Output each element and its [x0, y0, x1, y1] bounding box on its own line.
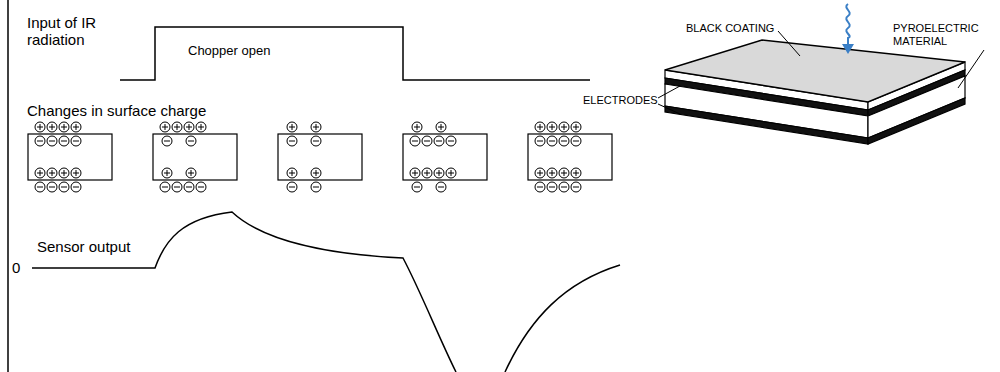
negative-charge — [547, 182, 557, 192]
negative-charge — [559, 136, 569, 146]
signal-name: Input of IR radiation — [27, 14, 127, 49]
positive-charge — [47, 122, 57, 132]
negative-charge — [162, 136, 172, 146]
positive-charge — [59, 168, 69, 178]
positive-charge — [196, 122, 206, 132]
negative-charge — [172, 182, 182, 192]
signal-name: Changes in surface charge — [27, 102, 206, 119]
negative-charge — [71, 136, 81, 146]
crystal-box — [28, 134, 112, 180]
bottom-electrode — [665, 106, 868, 144]
negative-charge — [559, 182, 569, 192]
positive-charge — [184, 122, 194, 132]
state-label: Chopper open — [188, 44, 270, 59]
positive-charge — [547, 168, 557, 178]
left-rule — [7, 0, 9, 372]
negative-charge — [535, 136, 545, 146]
output-waveform — [32, 212, 456, 372]
negative-charge — [571, 136, 581, 146]
positive-charge — [311, 168, 321, 178]
negative-charge — [412, 182, 422, 192]
negative-charge — [422, 136, 432, 146]
positive-charge — [571, 122, 581, 132]
crystal-box — [278, 134, 362, 180]
positive-charge — [160, 122, 170, 132]
part-label: BLACK COATING — [686, 22, 774, 35]
positive-charge — [35, 122, 45, 132]
negative-charge — [71, 182, 81, 192]
part-label: PYROELECTRIC MATERIAL — [893, 22, 989, 47]
positive-charge — [35, 168, 45, 178]
positive-charge — [547, 122, 557, 132]
signal-name: Sensor output — [37, 238, 130, 255]
ir-wave-arrow — [846, 4, 849, 46]
positive-charge — [311, 122, 321, 132]
crystal-box — [528, 134, 612, 180]
positive-charge — [535, 122, 545, 132]
ir-waveform — [120, 27, 590, 80]
positive-charge — [71, 168, 81, 178]
bottom-electrode — [868, 98, 965, 144]
positive-charge — [287, 168, 297, 178]
negative-charge — [186, 136, 196, 146]
positive-charge — [172, 122, 182, 132]
negative-charge — [160, 182, 170, 192]
positive-charge — [535, 168, 545, 178]
negative-charge — [434, 136, 444, 146]
positive-charge — [47, 168, 57, 178]
leader-line — [778, 31, 800, 56]
ir-arrowhead — [842, 44, 854, 54]
negative-charge — [410, 136, 420, 146]
output-recovery — [505, 265, 620, 372]
negative-charge — [196, 182, 206, 192]
positive-charge — [287, 122, 297, 132]
crystal-box — [153, 134, 237, 180]
positive-charge — [71, 122, 81, 132]
negative-charge — [35, 136, 45, 146]
positive-charge — [571, 168, 581, 178]
negative-charge — [59, 136, 69, 146]
negative-charge — [311, 182, 321, 192]
positive-charge — [446, 168, 456, 178]
part-label: ELECTRODES — [583, 94, 658, 107]
negative-charge — [446, 136, 456, 146]
positive-charge — [410, 168, 420, 178]
positive-charge — [59, 122, 69, 132]
positive-charge — [412, 122, 422, 132]
negative-charge — [47, 182, 57, 192]
positive-charge — [559, 122, 569, 132]
negative-charge — [184, 182, 194, 192]
negative-charge — [35, 182, 45, 192]
negative-charge — [547, 136, 557, 146]
negative-charge — [47, 136, 57, 146]
leader-line — [658, 104, 680, 114]
negative-charge — [59, 182, 69, 192]
positive-charge — [559, 168, 569, 178]
leader-line — [958, 50, 984, 88]
negative-charge — [287, 182, 297, 192]
positive-charge — [186, 168, 196, 178]
charge-boxes — [28, 122, 612, 192]
negative-charge — [311, 136, 321, 146]
crystal-box — [403, 134, 487, 180]
leader-line — [658, 86, 680, 98]
positive-charge — [162, 168, 172, 178]
negative-charge — [436, 182, 446, 192]
negative-charge — [535, 182, 545, 192]
positive-charge — [434, 168, 444, 178]
axis-value: 0 — [12, 259, 20, 276]
sensor-illustration — [665, 40, 965, 144]
negative-charge — [287, 136, 297, 146]
positive-charge — [422, 168, 432, 178]
negative-charge — [571, 182, 581, 192]
coated-top-face — [665, 40, 965, 102]
positive-charge — [436, 122, 446, 132]
